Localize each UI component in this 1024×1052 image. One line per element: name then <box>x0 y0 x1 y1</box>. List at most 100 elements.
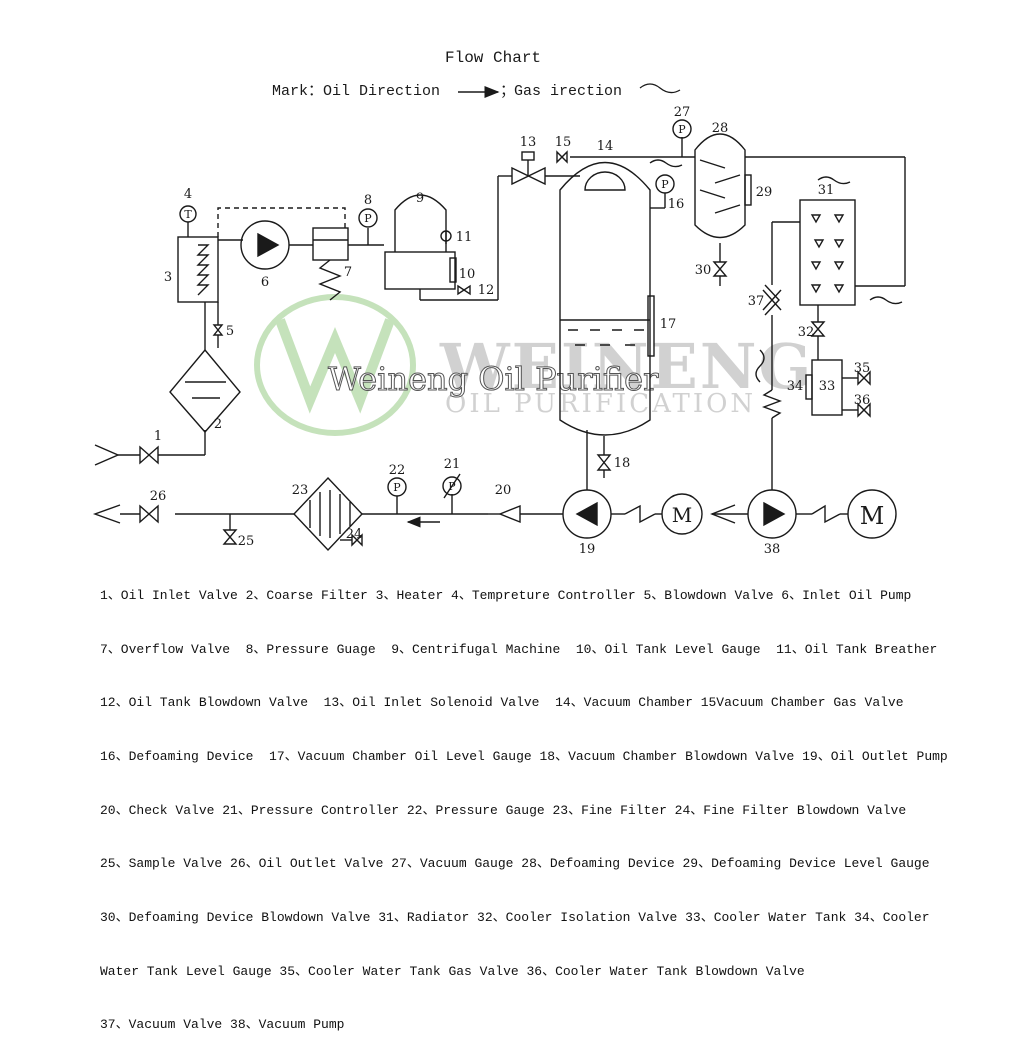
label-29: 29 <box>756 185 773 200</box>
watermark-logo <box>254 294 416 436</box>
vacuum-valve-icon <box>764 284 780 316</box>
pressure-symbol-8: P <box>364 212 372 225</box>
label-32: 32 <box>798 325 815 340</box>
label-27: 27 <box>674 105 691 120</box>
blowdown-valve-5-icon <box>212 324 224 336</box>
gas-direction-symbol <box>639 83 681 94</box>
label-14: 14 <box>597 139 614 154</box>
label-28: 28 <box>712 121 729 136</box>
label-6: 6 <box>261 275 269 290</box>
watermark-main: Weineng Oil Purifier <box>328 360 659 398</box>
pressure-gauge-22-icon <box>387 477 407 497</box>
coarse-filter-icon <box>169 348 241 434</box>
check-valve-icon <box>498 504 521 524</box>
mark-gas-label: Gas irection <box>514 83 622 100</box>
vacuum-chamber-gas-valve-icon <box>556 150 568 164</box>
oil-tank-blowdown-valve-icon <box>457 284 471 296</box>
pressure-gauge-8-icon <box>358 208 378 228</box>
label-13: 13 <box>520 135 537 150</box>
watermark-brand: WEINENG <box>439 330 813 403</box>
oil-inlet-solenoid-valve-icon <box>511 166 546 186</box>
label-21: 21 <box>444 457 461 472</box>
oil-tank-level-gauge-icon <box>449 257 457 283</box>
mark-line: Mark：Oil Direction ； Gas irection <box>272 83 681 100</box>
overflow-valve-icon <box>312 227 349 261</box>
label-2: 2 <box>214 417 222 432</box>
label-20: 20 <box>495 483 512 498</box>
flow-chart-diagram: WEINENG OIL PURIFICATION Weineng Oil Pur… <box>92 49 906 557</box>
legend-line: 7、Overflow Valve 8、Pressure Guage 9、Cent… <box>100 641 938 657</box>
fine-filter-blowdown-valve-icon <box>351 533 363 547</box>
label-33: 33 <box>819 379 836 394</box>
label-5: 5 <box>226 324 234 339</box>
legend-line: 30、Defoaming Device Blowdown Valve 31、Ra… <box>100 910 930 926</box>
sample-valve-icon <box>222 529 238 545</box>
legend-line: Water Tank Level Gauge 35、Cooler Water T… <box>100 963 805 979</box>
vacuum-gauge-27-icon <box>672 119 692 139</box>
cooler-isolation-valve-icon <box>810 321 826 337</box>
label-11: 11 <box>456 230 473 245</box>
label-37: 37 <box>748 294 765 309</box>
oil-outlet-pump-motor-icon <box>661 493 703 535</box>
label-12: 12 <box>478 283 495 298</box>
label-24: 24 <box>346 527 363 542</box>
label-23: 23 <box>292 483 309 498</box>
legend-line: 25、Sample Valve 26、Oil Outlet Valve 27、V… <box>100 856 930 872</box>
label-18: 18 <box>614 456 631 471</box>
label-30: 30 <box>695 263 712 278</box>
oil-tank-icon <box>384 251 456 290</box>
label-4: 4 <box>184 187 192 202</box>
label-25: 25 <box>238 534 255 549</box>
temperature-controller-icon <box>179 205 197 223</box>
heater-icon <box>177 236 219 303</box>
gas-direction-symbol-1 <box>649 159 683 168</box>
legend-line: 37、Vacuum Valve 38、Vacuum Pump <box>100 1017 345 1033</box>
pressure-symbol-22: P <box>393 481 401 494</box>
mark-separator: ； <box>500 83 515 100</box>
label-15: 15 <box>555 135 572 150</box>
outlet-arrow-icon <box>92 504 121 524</box>
component-numbers: 1 2 3 4 5 6 7 8 9 10 11 12 13 14 15 16 1… <box>150 105 871 557</box>
label-38: 38 <box>764 542 781 557</box>
cooler-water-tank-blowdown-valve-icon <box>857 402 871 418</box>
label-16: 16 <box>668 197 685 212</box>
label-31: 31 <box>818 183 835 198</box>
oil-outlet-valve-icon <box>139 504 159 524</box>
gas-direction-symbol-2 <box>817 176 851 185</box>
component-legend: 1、Oil Inlet Valve 2、Coarse Filter 3、Heat… <box>100 551 1000 1052</box>
pressure-symbol-16: P <box>661 178 669 191</box>
thermo-symbol: T <box>184 208 192 221</box>
centrifugal-machine-icon <box>394 194 447 252</box>
label-1: 1 <box>154 429 162 444</box>
gas-direction-symbol-3 <box>869 296 903 305</box>
inlet-arrow-icon <box>94 444 120 466</box>
vacuum-pump-motor-icon <box>847 489 897 539</box>
watermark-brand-sub: OIL PURIFICATION <box>445 389 756 419</box>
label-3: 3 <box>164 270 172 285</box>
legend-line: 12、Oil Tank Blowdown Valve 13、Oil Inlet … <box>100 695 904 711</box>
label-8: 8 <box>364 193 372 208</box>
label-36: 36 <box>854 393 871 408</box>
cooler-water-tank-gas-valve-icon <box>857 370 871 386</box>
oil-inlet-valve-icon <box>139 445 159 465</box>
label-9: 9 <box>416 191 424 206</box>
pressure-symbol-21: P <box>448 480 456 493</box>
label-34: 34 <box>787 379 804 394</box>
oil-tank-breather-icon <box>440 230 452 242</box>
legend-line: 16、Defoaming Device 17、Vacuum Chamber Oi… <box>100 748 948 764</box>
label-17: 17 <box>660 317 677 332</box>
legend-line: 1、Oil Inlet Valve 2、Coarse Filter 3、Heat… <box>100 587 912 603</box>
watermark-logo-mark <box>275 318 395 414</box>
defoaming-spray-icon <box>584 171 626 191</box>
defoaming-device-level-gauge-icon <box>744 174 752 206</box>
label-35: 35 <box>854 361 871 376</box>
vacuum-chamber-blowdown-valve-icon <box>596 454 612 471</box>
watermark: WEINENG OIL PURIFICATION <box>254 294 813 436</box>
label-10: 10 <box>459 267 476 282</box>
cooler-water-tank-level-gauge-icon <box>805 374 813 400</box>
label-26: 26 <box>150 489 167 504</box>
label-19: 19 <box>579 542 596 557</box>
pressure-controller-icon <box>442 476 462 496</box>
defoaming-device-icon <box>694 133 746 239</box>
vacuum-chamber-icon <box>559 161 651 436</box>
